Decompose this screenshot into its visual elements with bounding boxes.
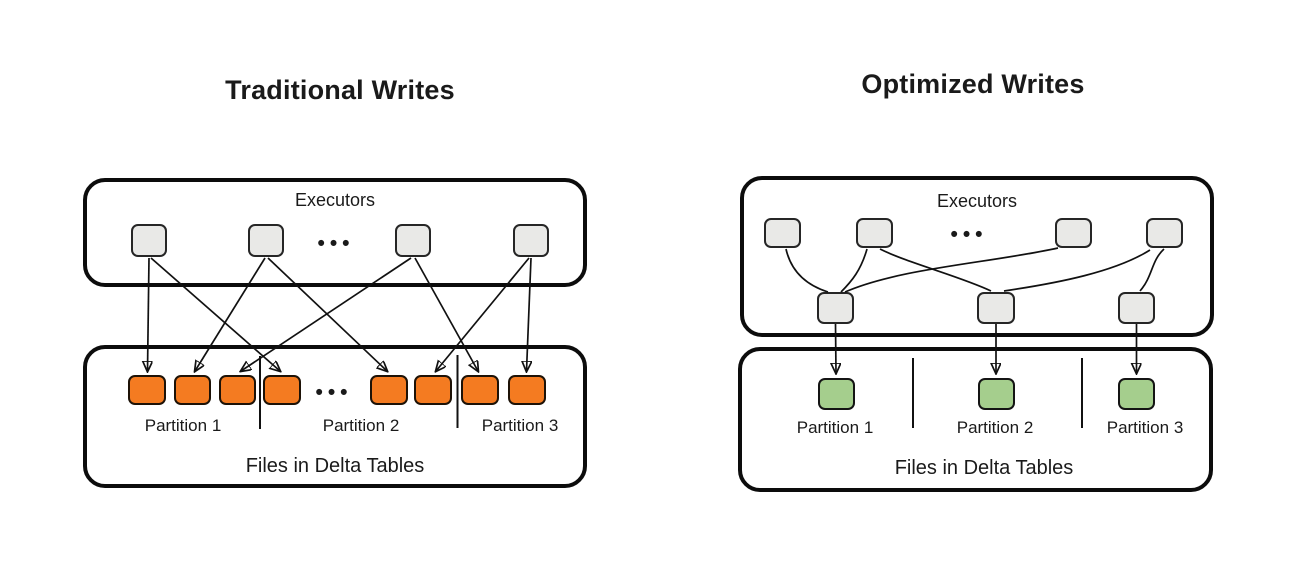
executors-ellipsis: ••• — [950, 223, 988, 246]
file-node-orange — [128, 375, 166, 405]
executor-node — [856, 218, 893, 248]
executors-box-label: Executors — [936, 191, 1018, 211]
partition-label-3: Partition 3 — [481, 416, 559, 435]
executors-box-label: Executors — [294, 190, 376, 210]
files-box-label: Files in Delta Tables — [894, 457, 1074, 479]
file-node-orange — [219, 375, 256, 405]
shuffle-node — [817, 292, 854, 324]
title-optimized-writes: Optimized Writes — [861, 69, 1085, 99]
file-node-green — [818, 378, 855, 410]
file-node-green — [978, 378, 1015, 410]
executors-ellipsis: ••• — [317, 232, 355, 255]
file-node-orange — [414, 375, 452, 405]
file-node-orange — [370, 375, 408, 405]
partition-label-1: Partition 1 — [796, 418, 874, 437]
executor-node — [764, 218, 801, 248]
file-node-orange — [263, 375, 301, 405]
executor-node — [131, 224, 167, 257]
executor-node — [1146, 218, 1183, 248]
partition-label-1: Partition 1 — [144, 416, 222, 435]
partition-label-2: Partition 2 — [322, 416, 400, 435]
file-node-green — [1118, 378, 1155, 410]
partition-label-3: Partition 3 — [1106, 418, 1184, 437]
files-box-label: Files in Delta Tables — [245, 455, 425, 477]
executor-node — [513, 224, 549, 257]
file-node-orange — [461, 375, 499, 405]
executor-node — [248, 224, 284, 257]
file-node-orange — [508, 375, 546, 405]
partition-label-2: Partition 2 — [956, 418, 1034, 437]
file-node-orange — [174, 375, 211, 405]
executor-node — [395, 224, 431, 257]
shuffle-node — [977, 292, 1015, 324]
executor-node — [1055, 218, 1092, 248]
title-traditional-writes: Traditional Writes — [225, 75, 455, 105]
shuffle-node — [1118, 292, 1155, 324]
files-ellipsis: ••• — [315, 381, 353, 404]
